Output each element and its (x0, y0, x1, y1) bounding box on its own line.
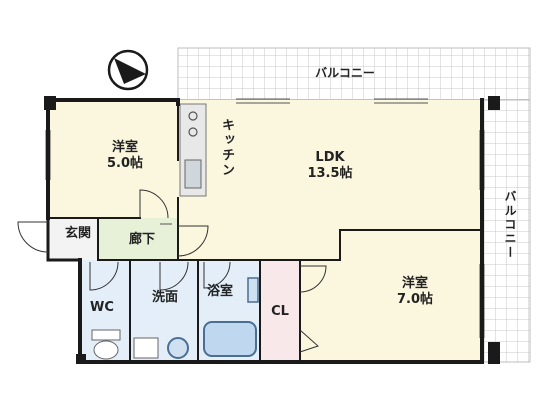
wc-label: WC (90, 300, 114, 315)
balcony-right-area (481, 99, 531, 363)
entrance-label: 玄関 (64, 226, 91, 241)
stove-burner (188, 127, 198, 137)
toilet-bowl (93, 340, 119, 360)
doors (17, 189, 327, 353)
balcony-top-area (177, 47, 531, 101)
bathtub (203, 321, 257, 357)
balcony-top-label: バルコニー (315, 66, 375, 80)
kitchen-sink (184, 159, 202, 189)
hallway-floor (98, 218, 178, 260)
hallway-label: 廊下 (128, 232, 155, 247)
room-size: 13.5帖 (307, 166, 353, 181)
walls (46, 98, 484, 364)
balcony-right-label: バルコニー (503, 190, 517, 260)
washing-machine (167, 337, 189, 359)
wall-column (76, 354, 86, 364)
wall-column (488, 96, 500, 110)
wash-basin (133, 337, 159, 359)
ldk-label: LDK 13.5帖 (290, 150, 370, 182)
closet-label: CL (271, 304, 289, 319)
room-size: 5.0帖 (106, 156, 144, 171)
closet-floor (260, 260, 300, 362)
kitchen-label: キッチン (219, 118, 234, 178)
bathroom-label: 浴室 (206, 284, 233, 299)
shower-unit (247, 277, 259, 303)
room-size: 7.0帖 (396, 292, 434, 307)
wall-column (488, 342, 500, 364)
stove-burner (188, 111, 198, 121)
western-room-small-label: 洋室 5.0帖 (90, 140, 160, 172)
room-name: 洋室 (111, 140, 138, 155)
western-room-large-label: 洋室 7.0帖 (380, 276, 450, 308)
north-arrow-icon (107, 49, 149, 91)
toilet-tank (91, 329, 121, 341)
entrance-floor (48, 218, 98, 260)
western-room-large-floor (300, 230, 482, 362)
wall-column (44, 96, 56, 110)
room-name: 洋室 (401, 276, 428, 291)
room-name: LDK (315, 150, 345, 165)
washroom-label: 洗面 (151, 290, 178, 305)
western-room-small-floor (48, 100, 178, 218)
